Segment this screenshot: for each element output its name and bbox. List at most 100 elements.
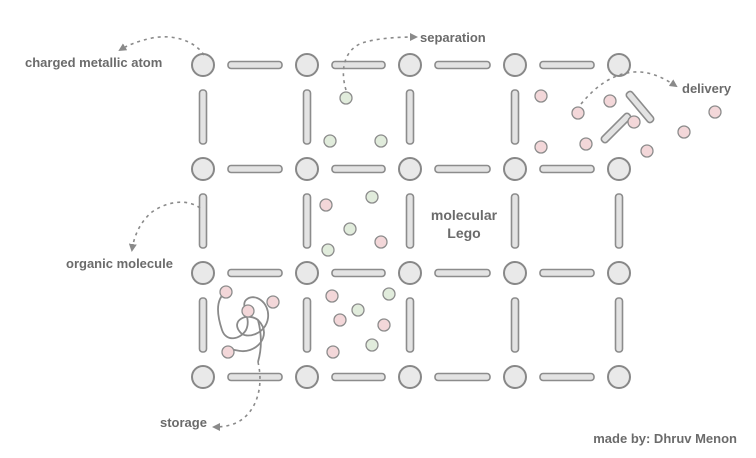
- organic-linker: [405, 89, 415, 145]
- organic-linker: [331, 372, 386, 382]
- metal-node: [191, 261, 215, 285]
- organic-linker: [539, 268, 595, 278]
- arrow-organic-molecule: [128, 201, 201, 252]
- polymer-strand-tail: [257, 319, 262, 363]
- organic-linker: [614, 297, 624, 353]
- storage-molecule: [217, 285, 280, 363]
- metal-node: [503, 365, 527, 389]
- organic-cell-particles: [319, 190, 388, 257]
- organic-linker: [434, 372, 491, 382]
- arrow-delivery: [580, 71, 678, 105]
- organic-linker: [302, 89, 312, 145]
- organic-linker: [434, 60, 491, 70]
- metal-node: [607, 261, 631, 285]
- particle-green: [321, 243, 335, 257]
- particle-pink: [377, 318, 391, 332]
- label-charged-metallic-atom: charged metallic atom: [25, 55, 162, 70]
- metal-node: [607, 157, 631, 181]
- organic-linker: [198, 89, 208, 145]
- particle-pink: [571, 106, 585, 120]
- particle-pink: [219, 285, 233, 299]
- particle-green: [351, 303, 365, 317]
- organic-linker: [331, 268, 386, 278]
- particle-pink: [579, 137, 593, 151]
- label-lego: Lego: [447, 225, 480, 241]
- particle-green: [339, 91, 353, 105]
- particle-pink: [325, 289, 339, 303]
- particle-pink: [534, 89, 548, 103]
- organic-linker: [614, 193, 624, 249]
- label-separation: separation: [420, 30, 486, 45]
- metal-node: [295, 53, 319, 77]
- arrow-storage: [212, 361, 261, 431]
- label-molecular: molecular: [431, 207, 498, 223]
- arrow-charged-metallic-atom: [118, 36, 205, 56]
- organic-linker: [539, 164, 595, 174]
- organic-linker: [405, 193, 415, 249]
- mixed-cell-particles: [325, 287, 396, 359]
- organic-linker: [198, 297, 208, 353]
- organic-linker: [302, 193, 312, 249]
- annotation-arrows: [118, 33, 678, 431]
- particle-pink: [241, 304, 255, 318]
- particle-pink: [603, 94, 617, 108]
- organic-linker: [227, 372, 283, 382]
- organic-linker: [434, 164, 491, 174]
- broken-bond: [600, 112, 632, 144]
- particle-green: [323, 134, 337, 148]
- particle-pink: [677, 125, 691, 139]
- polymer-strand: [217, 291, 269, 353]
- organic-linker: [227, 60, 283, 70]
- particle-green: [365, 338, 379, 352]
- organic-linker: [510, 89, 520, 145]
- particle-pink: [708, 105, 722, 119]
- organic-linker: [539, 60, 595, 70]
- organic-linker: [510, 297, 520, 353]
- organic-linker: [331, 60, 386, 70]
- organic-linker: [227, 164, 283, 174]
- particle-pink: [221, 345, 235, 359]
- particle-pink: [534, 140, 548, 154]
- metal-node: [607, 53, 631, 77]
- organic-linker-bonds: [198, 60, 624, 382]
- organic-linker: [434, 268, 491, 278]
- organic-linker: [227, 268, 283, 278]
- organic-linker: [405, 297, 415, 353]
- arrow-separation: [342, 33, 418, 91]
- particle-pink: [640, 144, 654, 158]
- metal-node: [503, 261, 527, 285]
- particle-pink: [326, 345, 340, 359]
- broken-bond: [625, 90, 655, 124]
- organic-linker: [510, 193, 520, 249]
- particle-pink: [333, 313, 347, 327]
- particle-pink: [266, 295, 280, 309]
- particle-pink: [374, 235, 388, 249]
- particle-pink: [319, 198, 333, 212]
- labels: charged metallic atom separation deliver…: [25, 30, 737, 446]
- particle-green: [382, 287, 396, 301]
- delivery-cell: [534, 89, 722, 158]
- organic-linker: [539, 372, 595, 382]
- metal-node: [398, 365, 422, 389]
- separation-particles: [323, 91, 388, 148]
- organic-linker: [198, 193, 208, 249]
- metal-node: [295, 365, 319, 389]
- metal-node: [398, 261, 422, 285]
- particle-green: [343, 222, 357, 236]
- credit-text: made by: Dhruv Menon: [593, 431, 737, 446]
- particle-green: [374, 134, 388, 148]
- label-delivery: delivery: [682, 81, 732, 96]
- organic-linker: [331, 164, 386, 174]
- particle-green: [365, 190, 379, 204]
- metal-node: [191, 53, 215, 77]
- metal-node: [191, 157, 215, 181]
- organic-linker: [302, 297, 312, 353]
- particle-pink: [627, 115, 641, 129]
- metal-node: [191, 365, 215, 389]
- metal-node: [295, 261, 319, 285]
- label-storage: storage: [160, 415, 207, 430]
- metal-node: [503, 157, 527, 181]
- metal-nodes: [191, 53, 631, 389]
- metal-node: [398, 53, 422, 77]
